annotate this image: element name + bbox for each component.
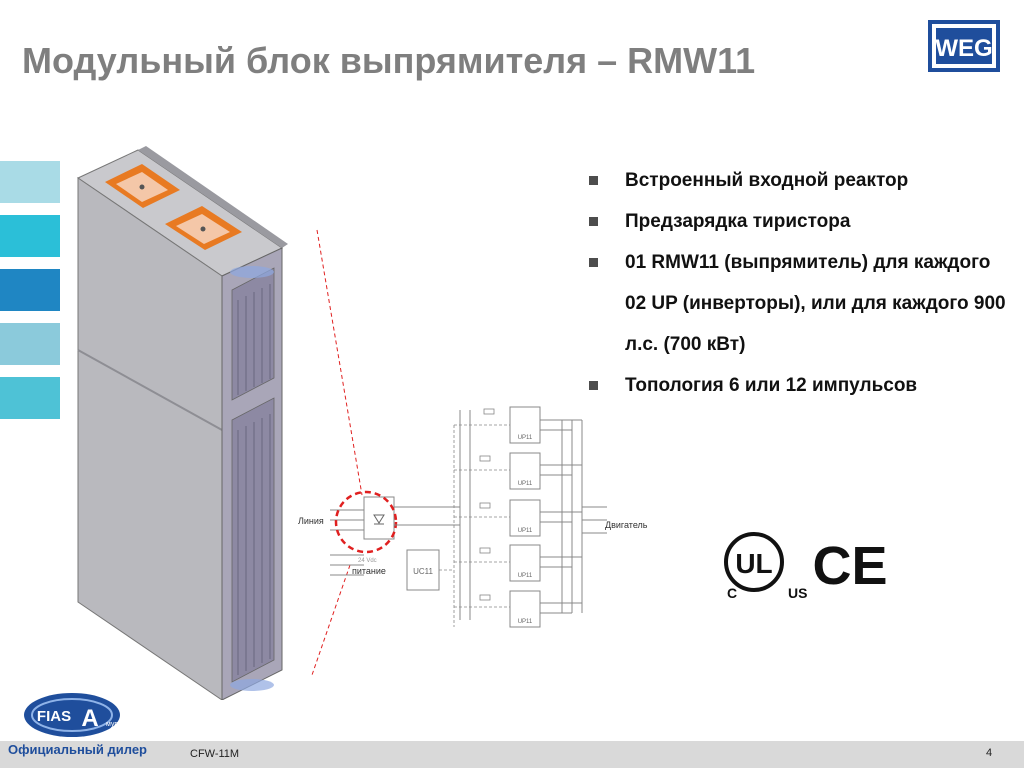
bullet-text: Топология 6 или 12 импульсов xyxy=(625,375,918,396)
rmw11-cabinet-image xyxy=(76,146,288,700)
callout-line-upper xyxy=(316,229,363,496)
fias-amur-logo: FIAS A мур xyxy=(24,693,120,737)
ul-letters: UL xyxy=(735,548,772,579)
module-label: UP11 xyxy=(518,481,533,487)
motor-label: Двигатель xyxy=(605,520,648,530)
bullet-square-icon xyxy=(589,381,598,390)
module-label: UP11 xyxy=(518,528,533,534)
page-number: 4 xyxy=(986,747,993,759)
sidebar-tab-2 xyxy=(0,215,60,257)
bullet-square-icon xyxy=(589,217,598,226)
bullet-text: 01 RMW11 (выпрямитель) для каждого 02 UP… xyxy=(625,252,1006,355)
module-label: UP11 xyxy=(518,573,533,579)
supply-label: питание xyxy=(352,566,386,576)
bullet-item: Предзарядка тиристора xyxy=(587,201,1007,242)
callout-line-lower xyxy=(311,564,351,676)
certification-marks: UL C US CE xyxy=(724,532,888,601)
bullet-square-icon xyxy=(589,258,598,267)
product-name: CFW-11M xyxy=(190,748,240,760)
sidebar-tab-1 xyxy=(0,161,60,203)
sidebar-tab-4 xyxy=(0,323,60,365)
rectifier-highlight-circle xyxy=(334,490,398,554)
bullet-item: 01 RMW11 (выпрямитель) для каждого 02 UP… xyxy=(587,242,1007,365)
bullet-list: Встроенный входной реактор Предзарядка т… xyxy=(587,160,1007,406)
sidebar-tab-5 xyxy=(0,377,60,419)
ul-us: US xyxy=(788,585,807,601)
bullet-text: Предзарядка тиристора xyxy=(625,211,851,232)
ul-mark-icon xyxy=(724,532,784,592)
slide-title: Модульный блок выпрямителя – RMW11 xyxy=(22,40,756,81)
module-label: UP11 xyxy=(518,435,533,441)
fias-logo-letter: A xyxy=(81,705,98,732)
fias-logo-main: FIAS xyxy=(37,708,71,725)
bullet-square-icon xyxy=(589,176,598,185)
official-dealer-label: Официальный дилер xyxy=(8,742,148,757)
footer-bar xyxy=(0,741,1024,768)
bullet-item: Встроенный входной реактор xyxy=(587,160,1007,201)
supply-voltage-label: 24 Vdc xyxy=(358,558,377,564)
weg-logo: WEG xyxy=(928,20,1000,72)
fias-logo-sub: мур xyxy=(106,721,118,728)
sidebar-tab-3 xyxy=(0,269,60,311)
weg-logo-text: WEG xyxy=(935,35,992,62)
rectifier-inverter-schematic: UC11 24 Vdc UP11 UP11 UP11 UP11 UP11 xyxy=(298,229,648,676)
module-label: UP11 xyxy=(518,619,533,625)
ce-mark: CE xyxy=(812,536,887,596)
bullet-item: Топология 6 или 12 импульсов xyxy=(587,365,1007,406)
ul-c: C xyxy=(727,585,737,601)
line-label: Линия xyxy=(298,516,324,526)
controller-label: UC11 xyxy=(413,567,433,576)
bullet-text: Встроенный входной реактор xyxy=(625,170,909,191)
